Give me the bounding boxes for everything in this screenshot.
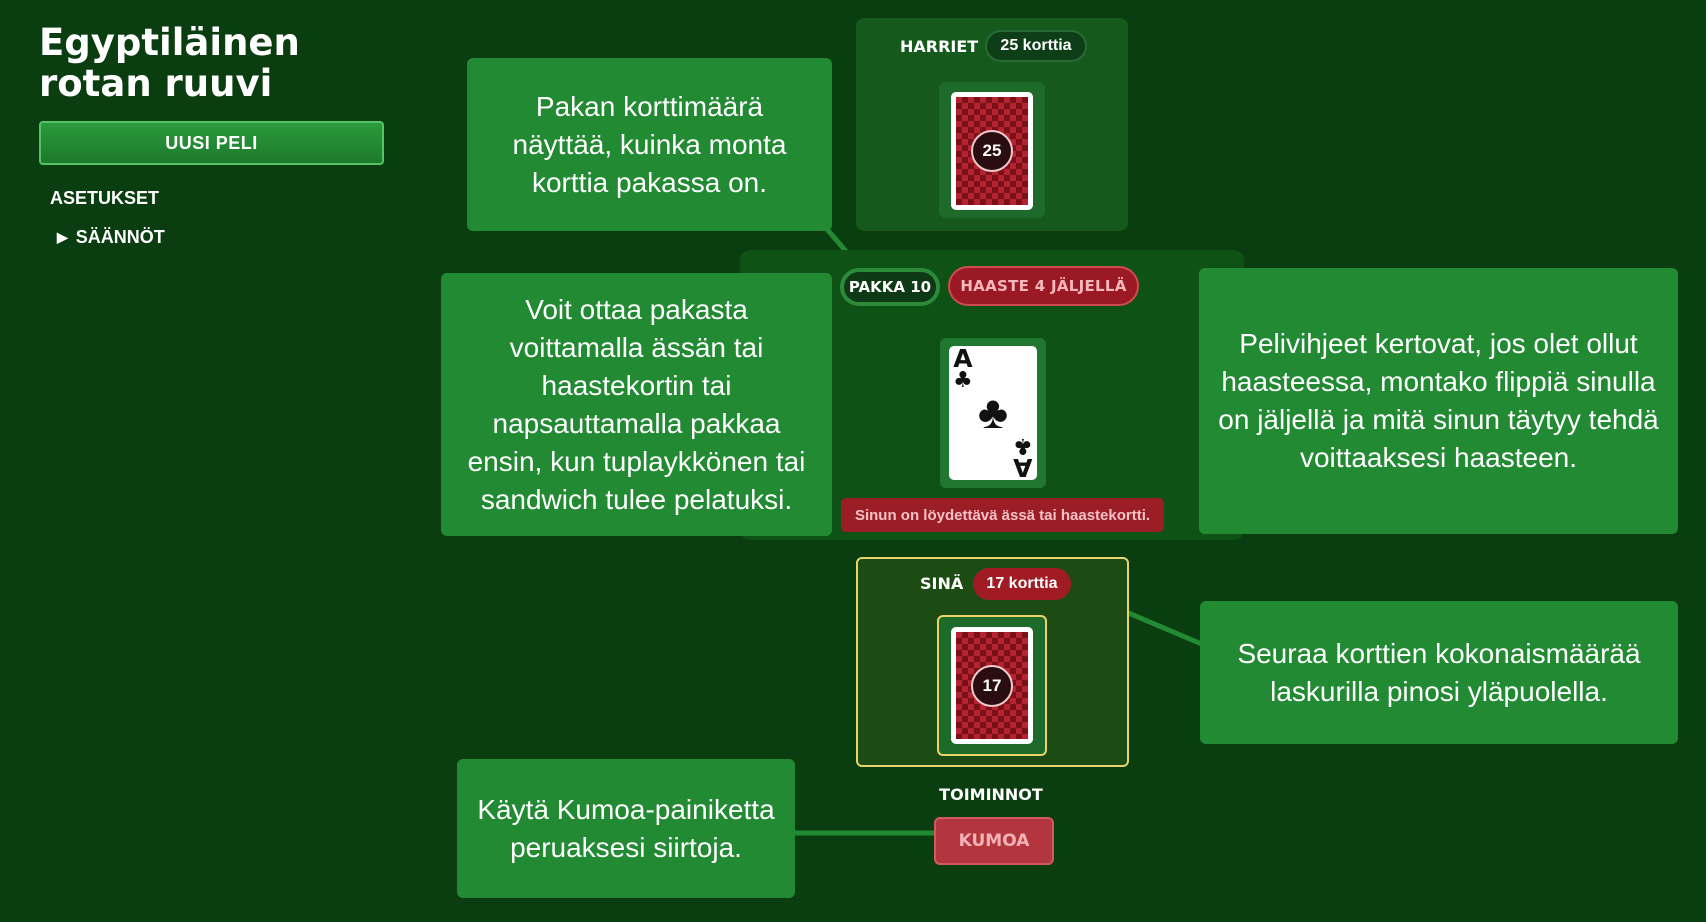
player-name: SINÄ: [920, 574, 964, 593]
new-game-button[interactable]: UUSI PELI: [39, 121, 384, 165]
undo-button[interactable]: KUMOA: [934, 817, 1054, 865]
tip-game-hints: Pelivihjeet kertovat, jos olet ollut haa…: [1199, 268, 1678, 534]
card-corner-top: A ♣: [953, 344, 973, 393]
tip-deck-count: Pakan korttimäärä näyttää, kuinka monta …: [467, 58, 832, 231]
settings-link[interactable]: ASETUKSET: [50, 188, 160, 208]
player-card-count: 17 korttia: [973, 568, 1071, 600]
tip-undo: Käytä Kumoa-painiketta peruaksesi siirto…: [457, 759, 795, 898]
opponent-stack-count: 25: [971, 130, 1013, 172]
tip-card-total: Seuraa korttien kokonaismäärää laskurill…: [1200, 601, 1678, 744]
player-stack[interactable]: 17: [951, 627, 1033, 744]
club-icon: ♣: [1013, 433, 1033, 458]
club-icon: ♣: [977, 386, 1009, 438]
club-icon: ♣: [953, 368, 973, 393]
opponent-stack: 25: [951, 92, 1033, 210]
game-title: Egyptiläinen rotan ruuvi: [39, 21, 300, 105]
rules-label: SÄÄNNÖT: [75, 227, 165, 247]
opponent-card-count: 25 korttia: [985, 30, 1087, 62]
deck-button[interactable]: PAKKA 10: [840, 268, 940, 306]
expand-triangle-icon: ▶: [57, 229, 68, 245]
card-corner-bottom: A ♣: [1013, 433, 1033, 482]
rules-toggle[interactable]: ▶ SÄÄNNÖT: [57, 227, 165, 248]
actions-heading: TOIMINNOT: [939, 785, 1043, 804]
opponent-name: HARRIET: [900, 37, 979, 56]
player-stack-count: 17: [971, 664, 1013, 707]
challenge-status-badge: HAASTE 4 JÄLJELLÄ: [948, 266, 1139, 306]
tip-take-deck: Voit ottaa pakasta voittamalla ässän tai…: [441, 273, 832, 536]
pile-top-card[interactable]: A ♣ ♣ A ♣: [949, 344, 1037, 482]
game-hint-message: Sinun on löydettävä ässä tai haastekortt…: [841, 498, 1164, 532]
